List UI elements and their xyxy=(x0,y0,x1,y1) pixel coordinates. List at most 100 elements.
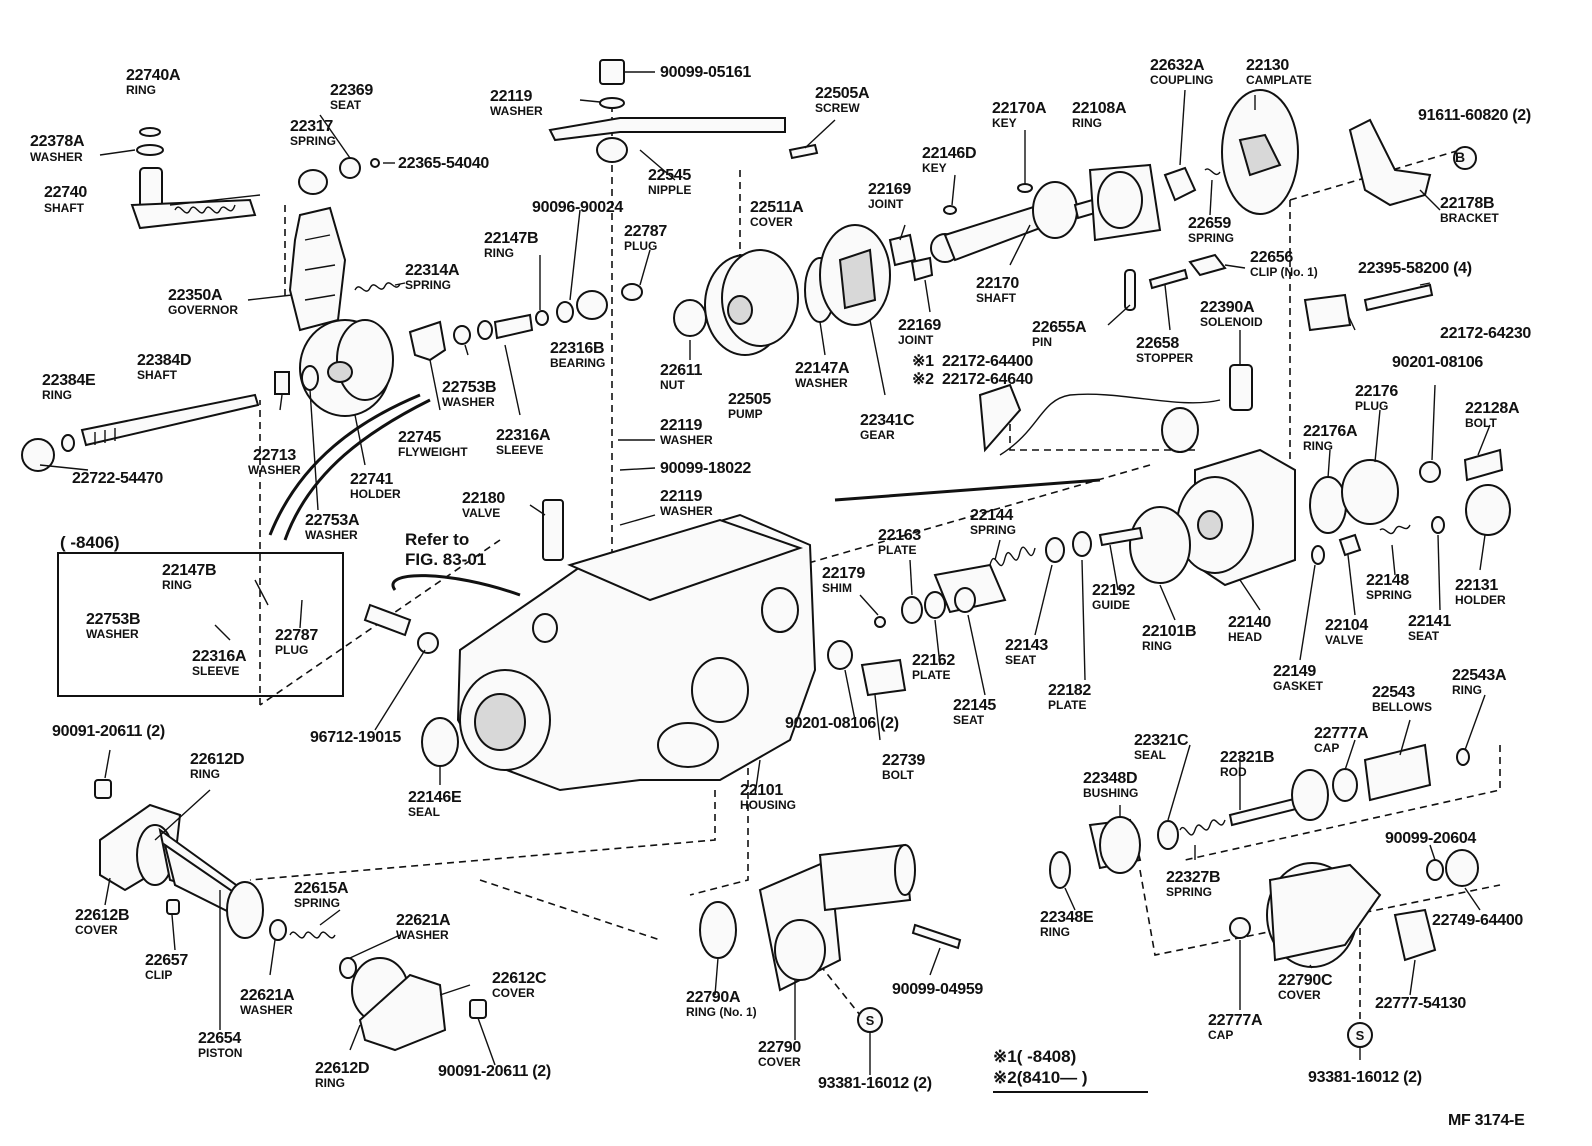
svg-text:22327B: 22327B xyxy=(1166,869,1220,886)
svg-text:22505: 22505 xyxy=(728,391,771,408)
svg-text:22545: 22545 xyxy=(648,167,691,184)
svg-text:WASHER: WASHER xyxy=(86,627,139,641)
svg-text:HEAD: HEAD xyxy=(1228,630,1262,644)
svg-text:NIPPLE: NIPPLE xyxy=(648,183,691,197)
svg-text:22169: 22169 xyxy=(868,181,911,198)
fuel-cut-solenoid xyxy=(978,283,1434,456)
svg-text:HOLDER: HOLDER xyxy=(1455,593,1506,607)
svg-text:BEARING: BEARING xyxy=(550,356,605,370)
svg-text:22350A: 22350A xyxy=(168,287,223,304)
label-90091-20611-bottom: 90091-20611 (2) xyxy=(438,1063,551,1080)
svg-text:RING: RING xyxy=(42,388,72,402)
label-90099-04959: 90099-04959 xyxy=(892,981,984,998)
label-22365-54040: 22365-54040 xyxy=(398,155,490,172)
svg-text:96712-19015: 96712-19015 xyxy=(310,729,401,746)
svg-text:BELLOWS: BELLOWS xyxy=(1372,700,1432,714)
svg-text:22341C: 22341C xyxy=(860,412,915,429)
svg-text:22176A: 22176A xyxy=(1303,423,1358,440)
svg-text:22146D: 22146D xyxy=(922,145,976,162)
label-22749-64400: 22749-64400 xyxy=(1432,912,1524,929)
gear-22341C xyxy=(819,224,934,326)
svg-text:22147B: 22147B xyxy=(162,562,216,579)
svg-text:SHAFT: SHAFT xyxy=(137,368,178,382)
svg-text:90099-04959: 90099-04959 xyxy=(892,981,983,998)
svg-text:93381-16012 (2): 93381-16012 (2) xyxy=(818,1075,932,1092)
svg-text:22147A: 22147A xyxy=(795,360,850,377)
inset-range-label: ( -8406) xyxy=(60,533,120,552)
svg-text:90099-18022: 90099-18022 xyxy=(660,460,751,477)
svg-text:22316A: 22316A xyxy=(192,648,247,665)
svg-text:22172-64230: 22172-64230 xyxy=(1440,325,1531,342)
svg-text:PLATE: PLATE xyxy=(912,668,950,682)
svg-text:22384E: 22384E xyxy=(42,372,96,389)
svg-text:22790: 22790 xyxy=(758,1039,801,1056)
svg-text:RING: RING xyxy=(1303,439,1333,453)
svg-text:22146E: 22146E xyxy=(408,789,462,806)
svg-text:RING: RING xyxy=(190,767,220,781)
label-90201-08106-2: 90201-08106 (2) xyxy=(785,715,899,732)
svg-text:22753A: 22753A xyxy=(305,512,360,529)
svg-text:22130: 22130 xyxy=(1246,57,1289,74)
svg-text:90096-90024: 90096-90024 xyxy=(532,199,623,216)
svg-text:VALVE: VALVE xyxy=(1325,633,1363,647)
svg-text:SPRING: SPRING xyxy=(405,278,451,292)
label-91611-60820: 91611-60820 (2) xyxy=(1418,107,1531,124)
nipple-22545 xyxy=(548,59,819,163)
svg-text:SEAT: SEAT xyxy=(953,713,985,727)
svg-text:COVER: COVER xyxy=(1278,988,1321,1002)
svg-text:RING: RING xyxy=(1452,683,1482,697)
label-22777-54130: 22777-54130 xyxy=(1375,995,1467,1012)
bracket-22178B xyxy=(1348,118,1477,207)
refer-fig-text: FIG. 83-01 xyxy=(405,550,486,569)
svg-text:SLEEVE: SLEEVE xyxy=(192,664,239,678)
svg-text:22176: 22176 xyxy=(1355,383,1398,400)
svg-text:COVER: COVER xyxy=(75,923,118,937)
svg-text:22162: 22162 xyxy=(912,652,955,669)
svg-text:90201-08106 (2): 90201-08106 (2) xyxy=(785,715,899,732)
svg-text:22119: 22119 xyxy=(660,488,703,505)
svg-text:22178B: 22178B xyxy=(1440,195,1494,212)
svg-text:22777-54130: 22777-54130 xyxy=(1375,995,1466,1012)
svg-text:22655A: 22655A xyxy=(1032,319,1087,336)
svg-text:RING: RING xyxy=(162,578,192,592)
svg-text:WASHER: WASHER xyxy=(442,395,495,409)
svg-text:PISTON: PISTON xyxy=(198,1046,242,1060)
sleeve-bearing-22316 xyxy=(477,283,643,340)
svg-text:22621A: 22621A xyxy=(396,912,451,929)
svg-text:22713: 22713 xyxy=(253,447,296,464)
valve-22180-sensor xyxy=(363,499,564,654)
svg-text:22348E: 22348E xyxy=(1040,909,1094,926)
svg-text:SOLENOID: SOLENOID xyxy=(1200,315,1263,329)
svg-text:ROD: ROD xyxy=(1220,765,1247,779)
svg-text:COVER: COVER xyxy=(750,215,793,229)
svg-text:JOINT: JOINT xyxy=(898,333,934,347)
svg-text:HOLDER: HOLDER xyxy=(350,487,401,501)
